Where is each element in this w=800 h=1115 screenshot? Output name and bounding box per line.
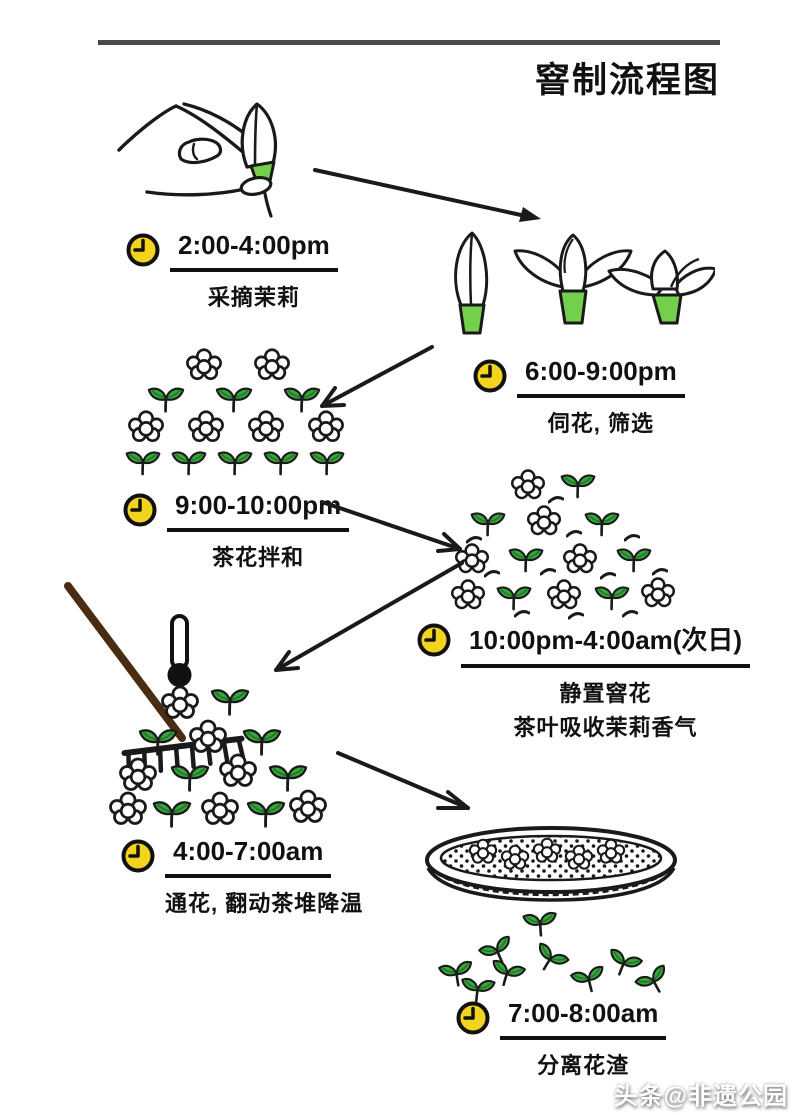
arrow-step2-to-step3 (320, 345, 434, 408)
step3-name: 茶花拌和 (212, 545, 305, 570)
arrow-step1-to-step2 (313, 168, 541, 222)
step6-label: 7:00-8:00am 分离花渣 (455, 998, 667, 1080)
step4-label: 10:00pm-4:00am(次日) 静置窨花 茶叶吸收茉莉香气 (416, 620, 751, 742)
clock-icon (456, 1001, 490, 1035)
step4-name: 静置窨花 (559, 681, 652, 706)
sieve-separating-illustration (425, 826, 677, 1003)
step5-time: 4:00-7:00am (165, 836, 332, 878)
step1-label: 2:00-4:00pm 采摘茉莉 (125, 230, 338, 312)
bud-half-open (513, 233, 633, 325)
top-divider-rule (98, 40, 720, 45)
step2-name: 伺花, 筛选 (547, 411, 654, 436)
step6-time: 7:00-8:00am (500, 998, 667, 1040)
rake-turning-pile-illustration (64, 582, 327, 828)
arrow-step5-to-step6 (336, 751, 470, 810)
scenting-pile-illustration (450, 469, 676, 620)
step2-time: 6:00-9:00pm (517, 356, 685, 398)
step6-name: 分离花渣 (537, 1053, 630, 1078)
jasmine-bud (240, 102, 278, 169)
arrow-step3-to-step4 (320, 500, 462, 553)
bud-fully-open (607, 249, 715, 325)
sieve-tray-icon (425, 826, 677, 902)
hand-picking-jasmine-illustration (117, 102, 278, 218)
page-title: 窨制流程图 (534, 61, 720, 100)
step2-label: 6:00-9:00pm 伺花, 筛选 (472, 356, 685, 438)
thumb (177, 137, 223, 165)
clock-icon (121, 839, 155, 873)
step4-time: 10:00pm-4:00am(次日) (461, 620, 751, 668)
jasmine-buds-opening-illustration (454, 231, 715, 335)
step3-time: 9:00-10:00pm (167, 490, 350, 532)
bud-closed (454, 231, 489, 335)
step5-name: 通花, 翻动茶堆降温 (165, 891, 364, 916)
clock-icon (473, 359, 507, 393)
step3-label: 9:00-10:00pm 茶花拌和 (122, 490, 350, 572)
watermark: 头条@非遗公园 (613, 1083, 788, 1110)
step1-name: 采摘茉莉 (207, 285, 300, 310)
step1-time: 2:00-4:00pm (170, 230, 338, 272)
arrow-step4-to-step5 (274, 561, 464, 672)
clock-icon (123, 493, 157, 527)
thermometer-icon (167, 614, 192, 687)
step5-label: 4:00-7:00am 通花, 翻动茶堆降温 (120, 836, 363, 918)
tea-flower-pile-illustration (125, 348, 345, 476)
fingertip (239, 175, 273, 197)
clock-icon (126, 233, 160, 267)
clock-icon (417, 623, 451, 657)
step4-name-line2: 茶叶吸收茉莉香气 (513, 715, 698, 740)
